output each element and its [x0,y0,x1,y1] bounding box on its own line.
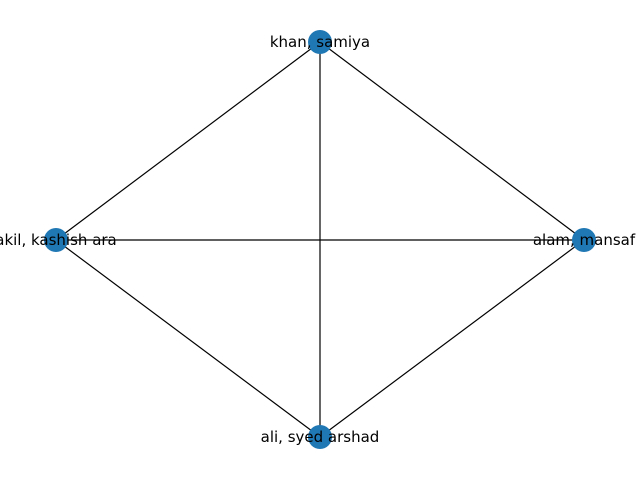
node-label-n-bottom: ali, syed arshad [261,428,380,446]
edge-n-right-n-bottom [319,239,585,438]
node-n-right [572,228,596,252]
labels-group: khan, samiya akil, kashish ara alam, mansa… [0,33,636,446]
edge-n-top-n-right [319,41,585,241]
node-label-n-top: khan, samiya [270,33,370,51]
nodes-group [44,30,596,449]
edge-n-top-n-left [55,41,321,241]
node-n-bottom [308,425,332,449]
node-label-n-right: alam, mansaf [533,231,636,249]
node-n-left [44,228,68,252]
node-n-top [308,30,332,54]
edges-group [55,41,585,438]
node-label-n-left: akil, kashish ara [0,231,117,249]
edge-n-left-n-bottom [55,239,321,438]
